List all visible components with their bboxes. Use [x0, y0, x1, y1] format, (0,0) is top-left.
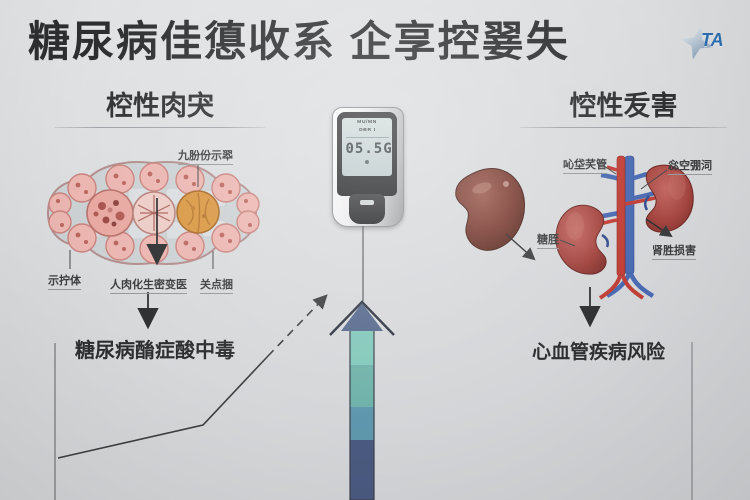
risk-arrow-seg3	[350, 407, 374, 440]
outcome-cvd: 心血管疾病风险	[532, 342, 666, 363]
test-strip-slot	[360, 200, 374, 205]
arrow-kidney-damage	[645, 218, 673, 238]
islet-label-bottom-right: 关点捆	[200, 276, 233, 294]
lcd-text-line1: MU/MN	[357, 118, 377, 125]
leader-glucose-label	[559, 239, 576, 247]
brand-logo: TA	[680, 22, 740, 64]
risk-arrow-seg4	[350, 440, 374, 500]
trend-line-dashed	[267, 294, 328, 357]
islet-lattice	[89, 187, 227, 240]
islet-cells-illustration	[46, 161, 260, 265]
outcome-dka: 糖尿病酳症酸中毒	[75, 340, 235, 362]
risk-arrow-head-outline	[329, 300, 395, 336]
risk-arrow-head	[341, 303, 383, 331]
section-heading-acute: 椌性肉宊	[106, 91, 214, 121]
islet-label-bottom-left: 示拧体	[48, 272, 81, 290]
islet-degranulated-cell	[132, 191, 176, 235]
vena-cava	[592, 155, 660, 298]
section-heading-chronic: 悾性叐害	[569, 91, 678, 121]
arrow-bean	[505, 233, 536, 261]
glucose-meter-screen: MU/MN DBR I 05.5G	[342, 118, 392, 176]
risk-arrow-seg2	[350, 365, 374, 407]
heading-rule-right	[520, 127, 727, 128]
lcd-text-line2: DBR I	[358, 126, 376, 133]
kidney-label-damage: 肾胜损害	[652, 242, 696, 260]
leader-top-right-label	[640, 169, 668, 190]
right-kidney	[645, 164, 694, 233]
islet-cell-ring	[48, 162, 260, 264]
risk-arrow	[329, 300, 395, 500]
kidney-label-top-right: 惢空弸泀	[668, 157, 712, 175]
islet-cell-granules	[56, 171, 252, 254]
islet-amyloid-cell	[176, 190, 220, 234]
logo-text: TA	[701, 30, 724, 50]
lcd-reading: 05.5G	[345, 137, 392, 157]
aorta	[590, 155, 656, 300]
hilum-vessels	[601, 195, 650, 248]
islet-label-top: 九朌份示翆	[178, 147, 233, 165]
risk-arrow-seg1	[350, 329, 374, 365]
kidney-bean-illustration	[455, 167, 525, 251]
trend-line-solid	[57, 355, 269, 459]
islet-beta-cluster	[86, 189, 134, 237]
lcd-indicator-dot	[365, 160, 369, 164]
islet-capsule	[46, 161, 258, 265]
heading-rule-left	[55, 127, 265, 128]
test-strip-port	[349, 194, 385, 224]
kidney-label-glucose: 糖胵	[537, 231, 559, 249]
islet-label-bottom-middle: 人肉化生密变医	[110, 276, 187, 294]
kidney-label-vessel: 吣垈芺管	[563, 156, 607, 174]
page-title: 糖尿病佳憄收系 企享控翣失	[28, 18, 570, 65]
left-kidney	[555, 204, 607, 275]
